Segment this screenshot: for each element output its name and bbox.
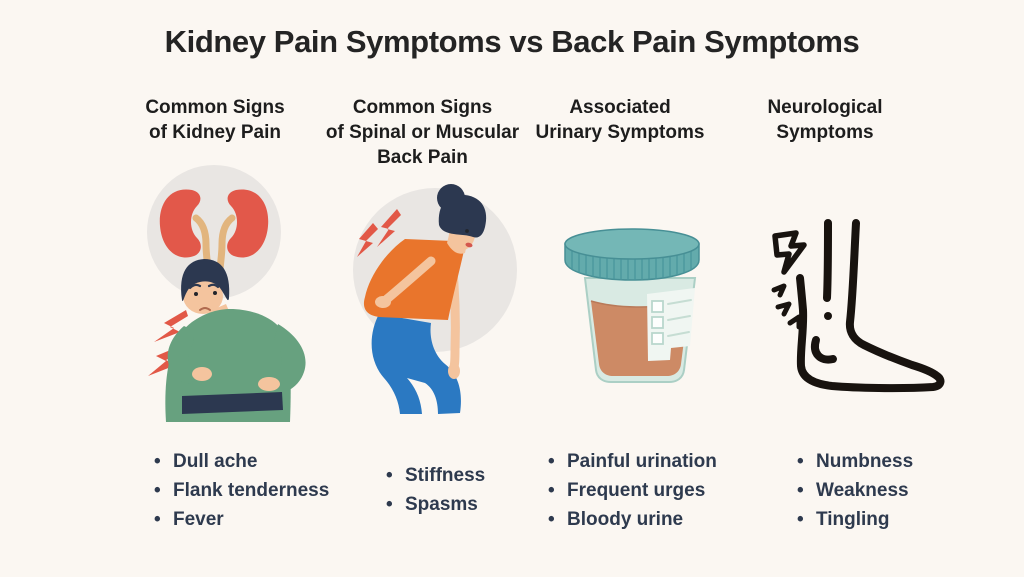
label-checklist: [647, 288, 695, 361]
column-header-neurological: Neurological Symptoms: [715, 95, 935, 145]
cup-lid: [564, 228, 700, 281]
header-line: Common Signs: [352, 97, 493, 118]
header-line: of Kidney Pain: [149, 122, 281, 143]
symptom-item: Frequent urges: [546, 476, 717, 505]
symptom-item: Spasms: [384, 490, 485, 519]
column-back-pain-signs: Common Signs of Spinal or Muscular Back …: [320, 95, 525, 565]
symptom-item: Tingling: [795, 505, 913, 534]
symptom-item: Stiffness: [384, 461, 485, 490]
header-line: Urinary Symptoms: [535, 122, 705, 143]
urine-sample-cup-illustration: [540, 198, 740, 433]
tingling-sparks-icon: [771, 283, 802, 330]
symptom-item: Weakness: [795, 476, 913, 505]
shin-dot: [824, 312, 832, 320]
symptom-list-kidney: Dull ache Flank tenderness Fever: [152, 447, 329, 534]
lips: [465, 242, 473, 248]
symptom-item: Fever: [152, 505, 329, 534]
column-header-kidney-pain: Common Signs of Kidney Pain: [100, 95, 330, 145]
symptom-list-neurological: Numbness Weakness Tingling: [795, 447, 913, 534]
column-header-back-pain: Common Signs of Spinal or Muscular Back …: [320, 95, 525, 170]
lightning-bolt-icon: [772, 230, 807, 275]
foot-outline: [796, 219, 945, 393]
column-kidney-pain-signs: Common Signs of Kidney Pain: [100, 95, 330, 565]
symptom-list-back: Stiffness Spasms: [384, 461, 485, 519]
header-line: Back Pain: [377, 147, 468, 168]
pain-bolts-icon: [357, 209, 401, 257]
header-line: Common Signs: [145, 97, 285, 118]
symptom-item: Dull ache: [152, 447, 329, 476]
kidney-pain-person-illustration: [130, 160, 350, 443]
foot-nerve-illustration: [740, 190, 960, 425]
header-line: Neurological: [767, 97, 883, 118]
header-line: Associated: [569, 97, 671, 118]
page-title: Kidney Pain Symptoms vs Back Pain Sympto…: [164, 24, 860, 59]
symptom-item: Numbness: [795, 447, 913, 476]
back-pain-person-illustration: [335, 165, 535, 448]
symptom-item: Flank tenderness: [152, 476, 329, 505]
column-header-urinary: Associated Urinary Symptoms: [520, 95, 720, 145]
kidneys-icon: [159, 189, 269, 276]
back-arm: [382, 256, 436, 304]
symptom-list-urinary: Painful urination Frequent urges Bloody …: [546, 447, 717, 534]
person-figure: [165, 259, 306, 422]
header-line: of Spinal or Muscular: [325, 122, 520, 143]
jeans: [371, 314, 461, 414]
symptom-item: Painful urination: [546, 447, 717, 476]
header-line: Symptoms: [776, 122, 874, 143]
symptom-item: Bloody urine: [546, 505, 717, 534]
column-urinary-symptoms: Associated Urinary Symptoms: [520, 95, 720, 565]
column-neurological-symptoms: Neurological Symptoms: [715, 95, 945, 565]
hair-bun: [437, 184, 465, 212]
person-figure: [363, 184, 487, 414]
